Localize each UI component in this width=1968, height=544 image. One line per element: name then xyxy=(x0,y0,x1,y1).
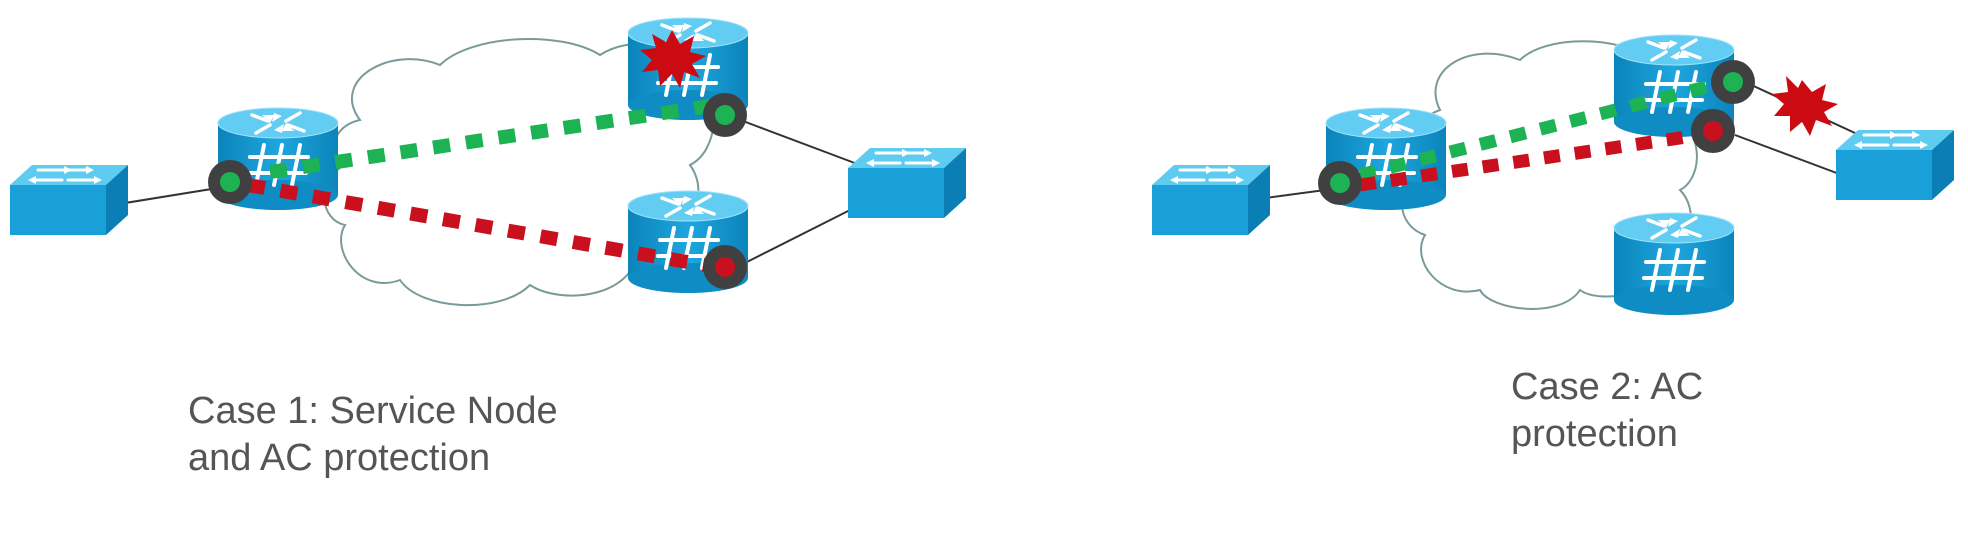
case1-backup-path xyxy=(246,178,712,273)
case2-pe2-port-lower xyxy=(1691,109,1735,153)
case1-link-pe3-to-ce xyxy=(734,204,861,269)
case2-backup-path xyxy=(1359,128,1701,192)
case1-left-switch-icon xyxy=(8,163,130,237)
case1-link-pe2-to-ce xyxy=(734,117,861,166)
case2-failure-burst-icon xyxy=(1772,76,1838,136)
case2-link-pe2-to-ce-lower xyxy=(1734,134,1851,179)
case2-diagram xyxy=(1150,33,1956,317)
case2-caption: Case 2: AC protection xyxy=(1511,366,1704,455)
case2-pe3-router-icon xyxy=(1612,211,1736,317)
case1-right-switch-icon xyxy=(846,146,968,220)
case2-pe1-port xyxy=(1318,161,1362,205)
case1-pe3-port xyxy=(703,245,747,289)
case1-caption: Case 1: Service Node and AC protection xyxy=(188,390,558,479)
case2-left-switch-icon xyxy=(1150,163,1272,237)
case1-primary-path xyxy=(268,99,712,179)
case1-pe1-port xyxy=(208,160,252,204)
case1-failure-burst-icon xyxy=(640,30,706,88)
case2-pe2-port-upper xyxy=(1711,60,1755,104)
case1-pe2-port xyxy=(703,93,747,137)
case1-diagram xyxy=(8,16,968,307)
case2-right-switch-icon xyxy=(1834,128,1956,202)
